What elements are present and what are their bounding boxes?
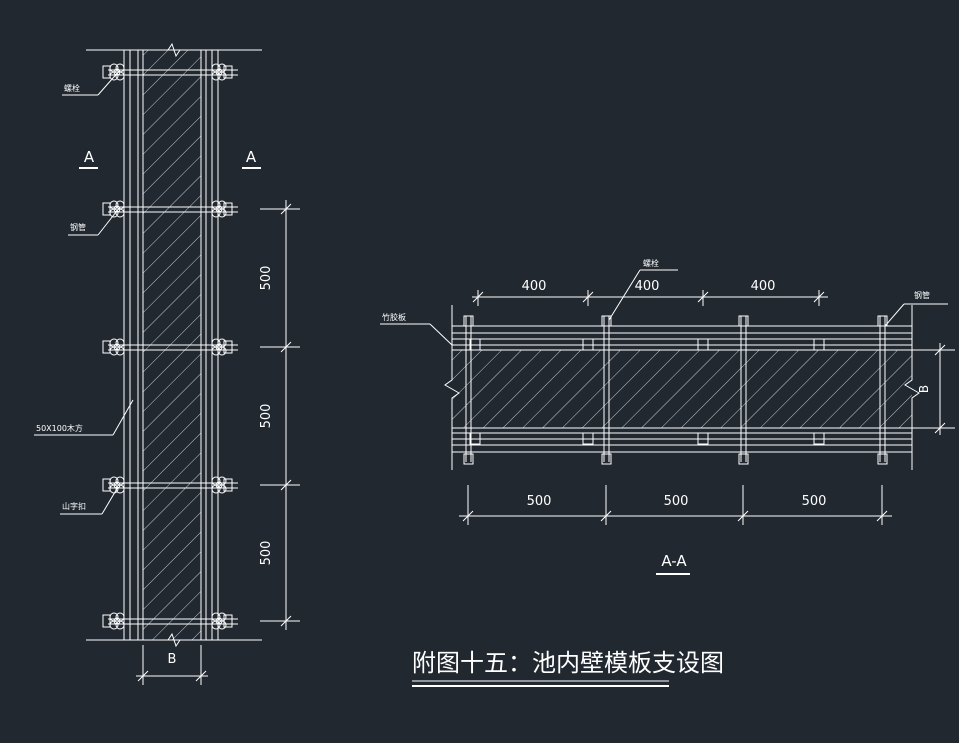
bottom-dimensions: 500 500 500 bbox=[459, 485, 892, 525]
section-width-dimension: B bbox=[912, 343, 955, 435]
svg-text:50X100木方: 50X100木方 bbox=[36, 423, 83, 433]
callout-steel-pipe: 钢管 bbox=[68, 206, 121, 236]
tie-rod bbox=[102, 612, 238, 630]
svg-text:钢管: 钢管 bbox=[914, 290, 930, 300]
width-dimension: B bbox=[136, 645, 208, 685]
dim-label: 500 bbox=[802, 494, 827, 509]
dim-label: 500 bbox=[664, 494, 689, 509]
svg-text:B: B bbox=[168, 652, 177, 667]
callout-section-pipe: 钢管 bbox=[884, 290, 948, 327]
callout-plywood: 竹胶板 bbox=[380, 312, 453, 346]
svg-text:钢管: 钢管 bbox=[70, 222, 86, 232]
tie-rod bbox=[102, 338, 238, 356]
callout-timber: 50X100木方 bbox=[34, 399, 134, 436]
callout-clamp: 山字扣 bbox=[60, 486, 119, 515]
svg-text:A: A bbox=[246, 148, 257, 166]
dim-label: 500 bbox=[259, 266, 274, 291]
section-mark-left: A bbox=[79, 148, 98, 169]
dim-label: 400 bbox=[751, 279, 776, 294]
dim-label: 400 bbox=[635, 279, 660, 294]
section-bolts bbox=[463, 315, 888, 465]
bolt bbox=[738, 315, 749, 465]
svg-text:A: A bbox=[84, 148, 95, 166]
svg-text:A-A: A-A bbox=[661, 552, 687, 570]
svg-text:螺栓: 螺栓 bbox=[64, 83, 80, 93]
drawing-title: 附图十五：池内壁模板支设图 bbox=[412, 649, 724, 687]
section-mark-right: A bbox=[242, 148, 261, 169]
bolt bbox=[463, 315, 474, 465]
timber-studs bbox=[469, 338, 825, 445]
section-title: A-A bbox=[656, 552, 690, 575]
svg-text:B: B bbox=[917, 385, 931, 393]
callout-bolt: 螺栓 bbox=[62, 69, 121, 96]
top-dimensions: 400 400 400 bbox=[472, 279, 828, 306]
tie-rods bbox=[102, 63, 238, 630]
wall-section bbox=[444, 305, 920, 470]
bolt bbox=[601, 315, 612, 465]
tie-rod bbox=[102, 200, 238, 218]
dim-label: 500 bbox=[259, 404, 274, 429]
bolt bbox=[877, 315, 888, 465]
svg-text:螺栓: 螺栓 bbox=[643, 258, 659, 268]
dim-label: 400 bbox=[522, 279, 547, 294]
svg-text:山字扣: 山字扣 bbox=[62, 501, 86, 511]
vertical-dimensions: 500 500 500 bbox=[259, 200, 300, 630]
dim-label: 500 bbox=[259, 541, 274, 566]
tie-rod bbox=[102, 476, 238, 494]
dim-label: 500 bbox=[527, 494, 552, 509]
svg-text:竹胶板: 竹胶板 bbox=[382, 312, 406, 322]
callout-section-bolt: 螺栓 bbox=[608, 258, 678, 321]
svg-text:附图十五：池内壁模板支设图: 附图十五：池内壁模板支设图 bbox=[412, 649, 724, 677]
tie-rod bbox=[102, 63, 238, 81]
